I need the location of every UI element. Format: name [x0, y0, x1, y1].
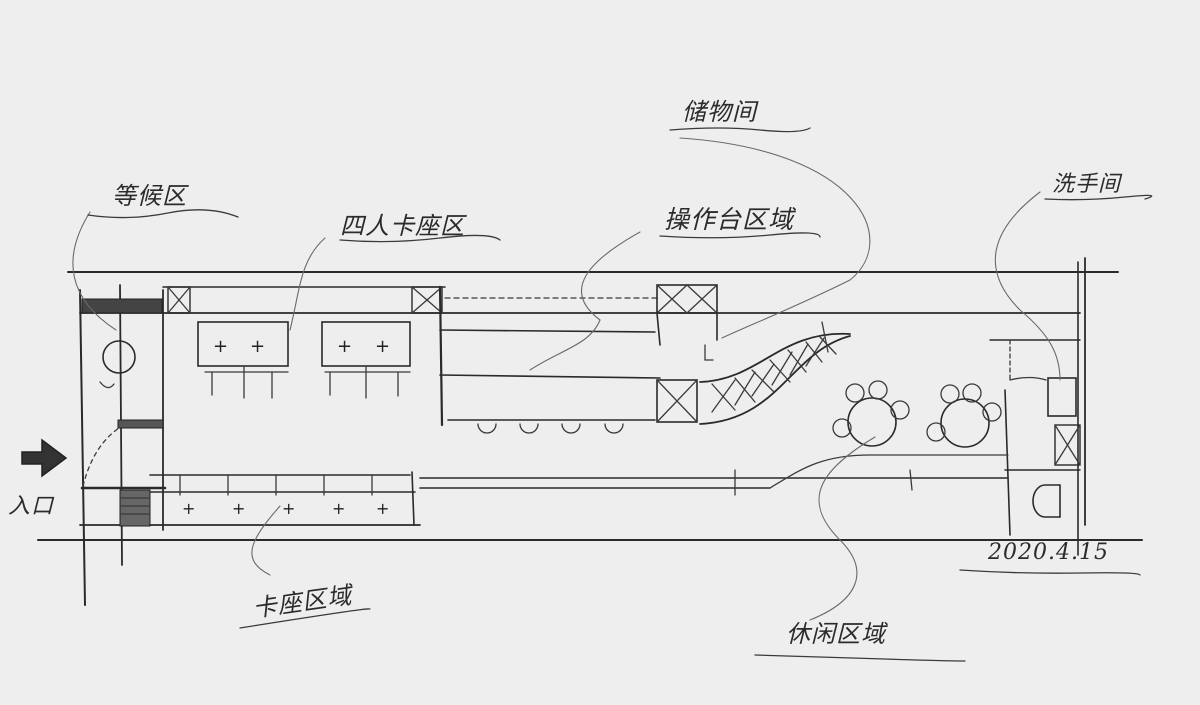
entrance-zone: [80, 284, 167, 566]
svg-text:+: +: [282, 499, 295, 518]
bottom-booth-row: + + + + +: [149, 454, 1009, 526]
four-person-booths: + + + +: [162, 286, 446, 399]
svg-text:+: +: [232, 499, 245, 518]
label-entrance: 入口: [8, 494, 55, 519]
label-operation-area: 操作台区域: [664, 205, 795, 234]
svg-text:+: +: [332, 499, 345, 518]
svg-text:+: +: [375, 336, 390, 357]
curved-bar-counter: [699, 321, 851, 425]
round-tables: [832, 380, 1002, 448]
svg-text:+: +: [182, 499, 195, 518]
label-four-person-booth: 四人卡座区: [340, 212, 465, 240]
label-underlines: [87, 127, 1153, 662]
operation-counter: [438, 284, 718, 434]
outer-walls: [37, 257, 1143, 606]
label-casual-seating: 休闲区域: [786, 620, 886, 648]
svg-text:+: +: [337, 336, 352, 357]
label-waiting-area: 等候区: [112, 182, 187, 210]
label-storage-room: 储物间: [682, 98, 757, 126]
svg-text:+: +: [376, 499, 389, 518]
svg-text:+: +: [213, 336, 228, 357]
entrance-arrow-icon: [21, 438, 68, 478]
washroom-fixtures: [1009, 339, 1081, 518]
date-stamp: 2020.4.15: [988, 540, 1109, 565]
label-leader-lines: [72, 137, 1061, 621]
label-washroom: 洗手间: [1052, 172, 1122, 197]
svg-text:+: +: [250, 336, 265, 357]
